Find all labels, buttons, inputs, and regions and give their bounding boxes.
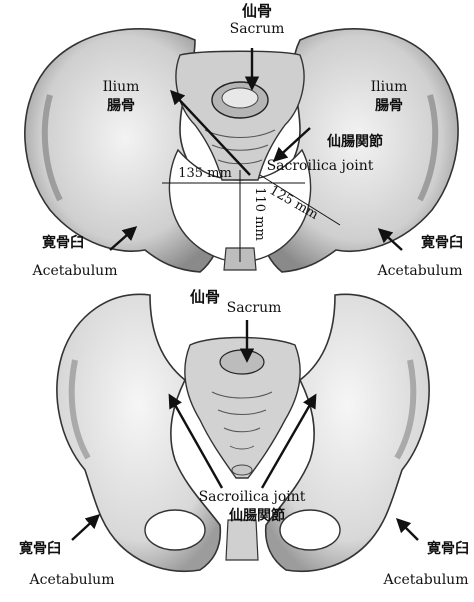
top-measure-transverse-label: 135 mm: [178, 166, 232, 181]
bottom-acetabulum-left-jp-label: 寛骨臼: [19, 540, 61, 557]
bottom-right-obturator: [280, 510, 340, 550]
top-ilium-right-jp-label: 腸骨: [375, 97, 403, 114]
bottom-left-obturator: [145, 510, 205, 550]
top-sacrum-en-label: Sacrum: [230, 21, 285, 37]
bottom-pelvis-view: 仙骨 Sacrum Sacroilica joint 仙腸関節 寛骨臼 Acet…: [19, 288, 469, 588]
bottom-si-joint-jp-label: 仙腸関節: [229, 507, 285, 524]
top-pelvis-view: 仙骨 Sacrum Ilium 腸骨 Ilium 腸骨 仙腸関節 Sacroil…: [25, 2, 463, 279]
top-sacrum-jp-label: 仙骨: [242, 2, 272, 20]
top-acetabulum-right-jp-label: 寛骨臼: [421, 234, 463, 251]
bottom-acetabulum-left-arrow: [72, 516, 98, 540]
top-ilium-right-en-label: Ilium: [371, 79, 408, 95]
top-acetabulum-left-en-label: Acetabulum: [32, 263, 118, 279]
top-acetabulum-right-en-label: Acetabulum: [377, 263, 463, 279]
top-si-joint-jp-label: 仙腸関節: [327, 133, 383, 150]
bottom-acetabulum-right-arrow: [398, 520, 418, 540]
bottom-acetabulum-right-jp-label: 寛骨臼: [427, 540, 469, 557]
bottom-acetabulum-left-en-label: Acetabulum: [29, 572, 115, 588]
top-acetabulum-left-jp-label: 寛骨臼: [42, 234, 84, 251]
top-measure-ap-label: 110 mm: [252, 187, 267, 241]
bottom-sacrum-jp-label: 仙骨: [190, 288, 220, 306]
bottom-sacrum-en-label: Sacrum: [227, 300, 282, 316]
bottom-acetabulum-right-en-label: Acetabulum: [383, 572, 469, 588]
top-ilium-left-en-label: Ilium: [103, 79, 140, 95]
top-ilium-left-jp-label: 腸骨: [107, 97, 135, 114]
top-si-joint-en-label: Sacroilica joint: [267, 158, 374, 174]
bottom-si-joint-en-label: Sacroilica joint: [199, 489, 306, 505]
